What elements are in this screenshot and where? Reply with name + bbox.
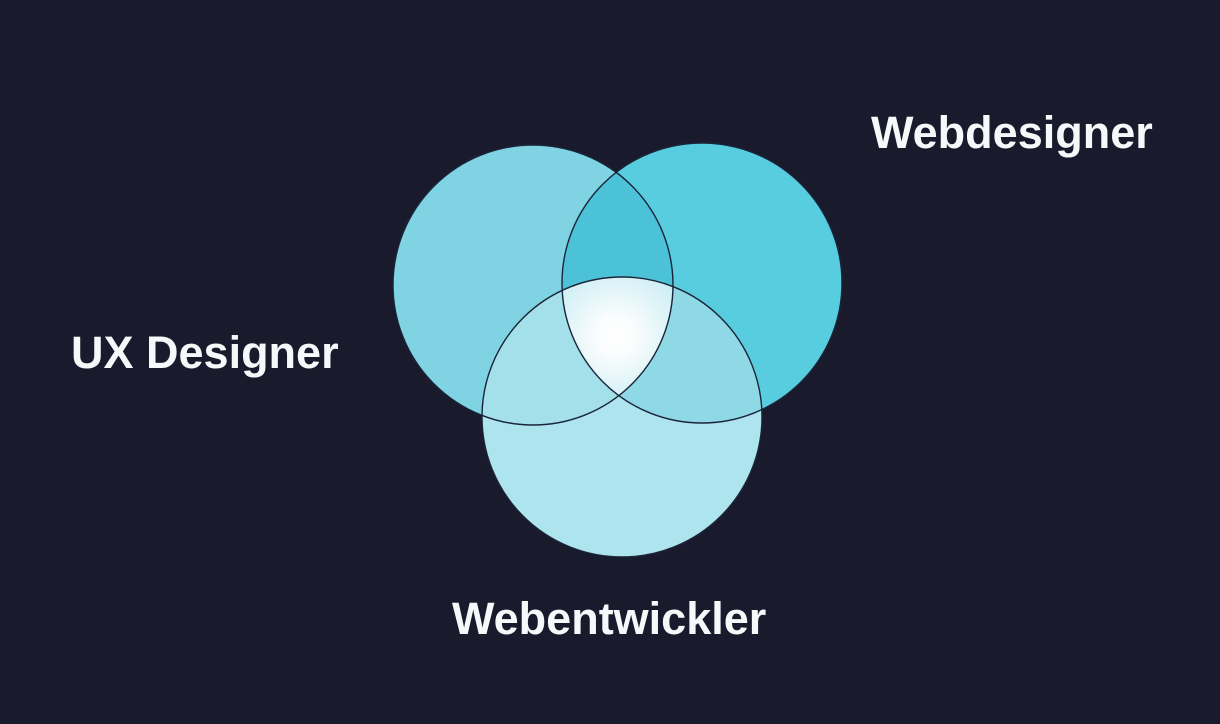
label-ux-designer: UX Designer — [71, 327, 339, 378]
outline-webentwickler — [481, 276, 763, 558]
outline-webdesigner — [561, 142, 843, 424]
label-webdesigner: Webdesigner — [871, 107, 1153, 158]
label-webentwickler: Webentwickler — [452, 593, 767, 644]
outline-ux-designer — [392, 144, 674, 426]
